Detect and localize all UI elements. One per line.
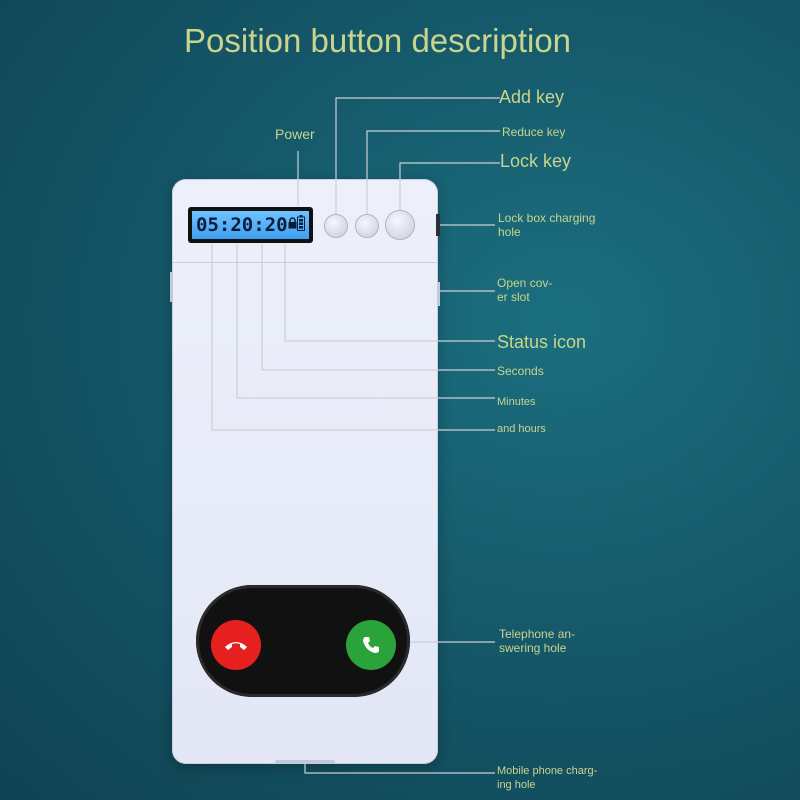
- phone-answer-icon: [346, 620, 396, 670]
- diagram-title: Position button description: [183, 22, 572, 59]
- status-icon-leader: [284, 244, 495, 342]
- lcd-time: 05:20:20: [196, 214, 288, 236]
- lock-box-charging-port: [436, 214, 440, 236]
- lock-key-leader: [399, 162, 500, 210]
- lock-key-label: Lock key: [500, 151, 572, 171]
- minutes-leader: [236, 244, 495, 399]
- reduce-key-button[interactable]: [356, 215, 378, 237]
- power-label: Power: [275, 126, 315, 142]
- lock-icon: [288, 216, 297, 234]
- seconds-label: Seconds: [497, 364, 544, 378]
- hours-leader: [211, 244, 495, 431]
- phone-hangup-icon: [211, 620, 261, 670]
- lock-key-button[interactable]: [386, 211, 414, 239]
- left-cover-slot: [170, 272, 173, 302]
- battery-icon: [296, 214, 305, 236]
- status-icon-label: Status icon: [497, 332, 587, 352]
- open-cover-slot: [437, 282, 440, 306]
- seconds-leader: [261, 244, 495, 371]
- telephone-answering-hole-label: Telephone an- swering hole: [499, 627, 576, 655]
- mobile-phone-charging-hole-label: Mobile phone charg- ing hole: [497, 765, 598, 791]
- minutes-label: Minutes: [497, 396, 536, 408]
- mobile-phone-charging-port: [275, 760, 335, 764]
- reduce-key-leader: [366, 130, 500, 214]
- hours-label: and hours: [497, 423, 546, 435]
- lock-box-charging-hole-label: Lock box charging hole: [498, 211, 596, 239]
- cover-seam: [172, 262, 438, 263]
- mobile-charging-leader: [304, 764, 495, 774]
- add-key-label: Add key: [499, 87, 565, 107]
- add-key-button[interactable]: [325, 215, 347, 237]
- open-cover-slot-label: Open cov- er slot: [497, 276, 553, 304]
- add-key-leader: [335, 97, 500, 214]
- reduce-key-label: Reduce key: [502, 125, 566, 139]
- lcd-display: 05:20:20: [188, 207, 313, 243]
